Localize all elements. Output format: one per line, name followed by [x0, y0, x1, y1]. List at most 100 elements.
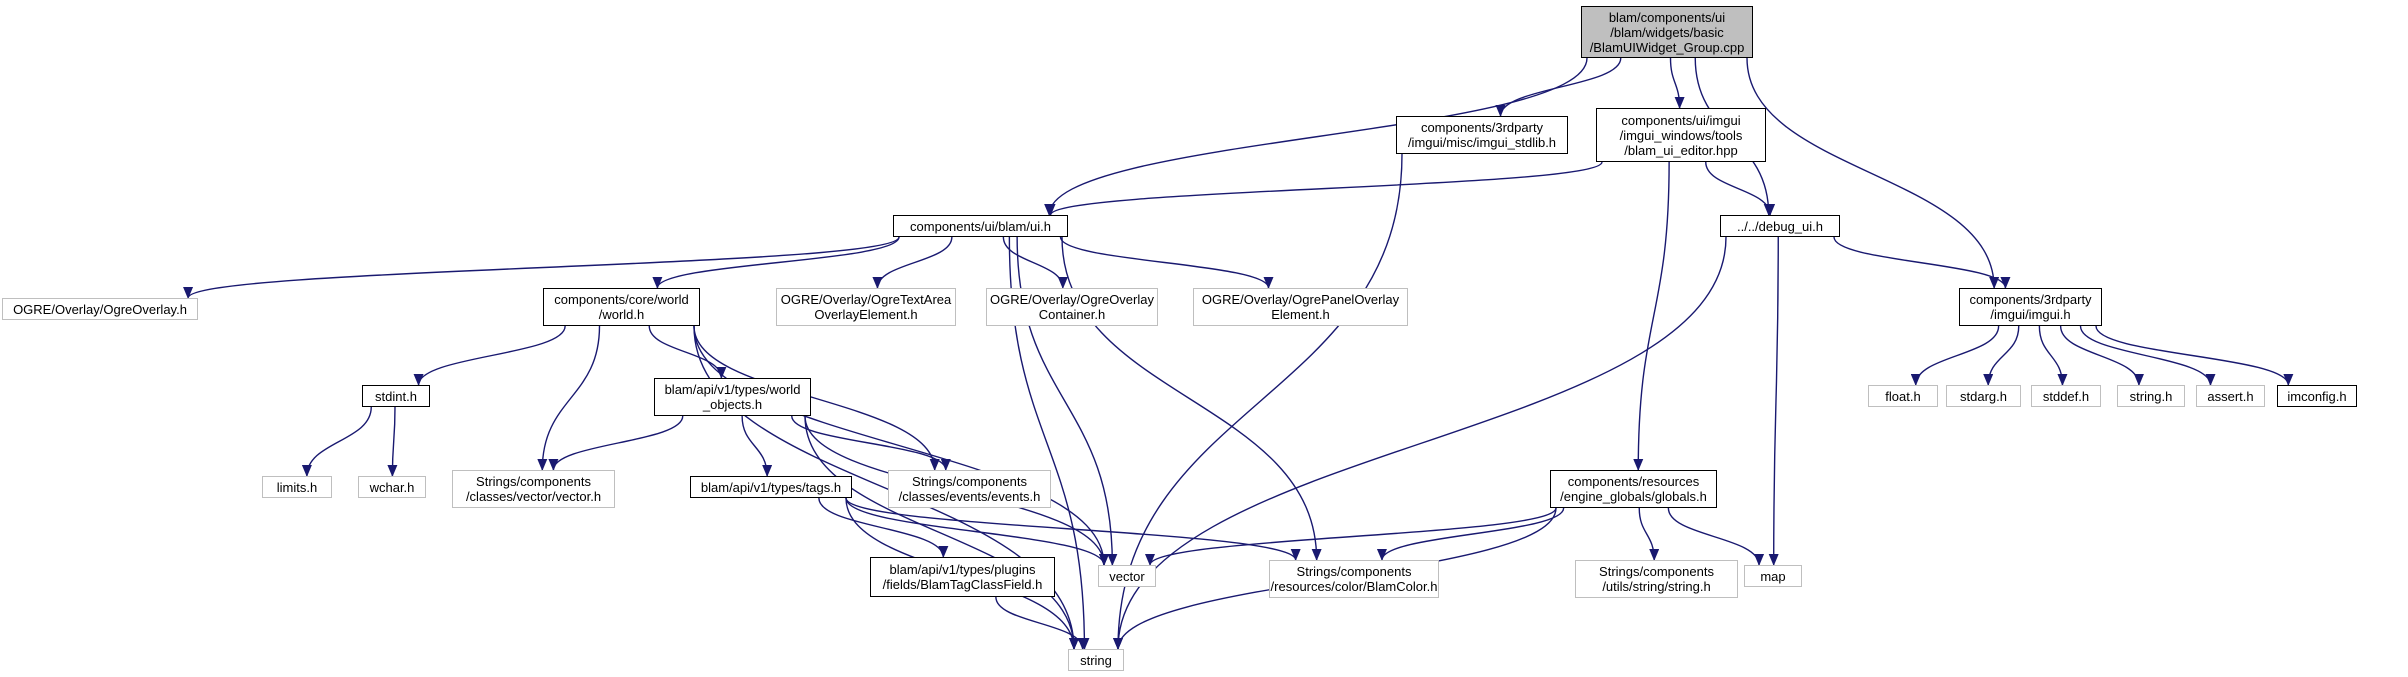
- node-globals-h[interactable]: components/resources/engine_globals/glob…: [1550, 470, 1717, 508]
- edge-ui-h-to-ogre-container: [1002, 236, 1068, 289]
- edge-root-to-imgui-h: [1746, 57, 2000, 289]
- node-strutil-h: Strings/components/utils/string/string.h: [1575, 560, 1738, 598]
- node-wchar-h: wchar.h: [358, 476, 426, 498]
- node-string-h: string.h: [2117, 385, 2185, 407]
- node-label-line: OGRE/Overlay/OgreOverlay: [990, 292, 1154, 307]
- node-label-line: map: [1760, 568, 1786, 584]
- node-label-line: _objects.h: [702, 397, 763, 412]
- node-label-line: components/3rdparty: [1420, 120, 1544, 135]
- edge-world-h-to-world-objects: [648, 325, 727, 379]
- edge-world-h-to-vector-h: [537, 325, 601, 471]
- node-label-line: Strings/components: [1296, 564, 1412, 579]
- node-vector-h: Strings/components/classes/vector/vector…: [452, 470, 615, 508]
- edge-globals-h-to-map: [1667, 507, 1765, 566]
- edge-imgui-h-to-imconfig-h: [2095, 325, 2294, 386]
- node-label-line: OGRE/Overlay/OgreOverlay.h: [13, 301, 187, 317]
- node-label-line: ../../debug_ui.h: [1736, 218, 1823, 234]
- node-label-line: vector: [1109, 568, 1145, 584]
- edge-ui-h-to-vector: [1016, 236, 1118, 566]
- edge-ui-h-to-ogre-panel: [1059, 236, 1274, 289]
- node-blam-ui-editor[interactable]: components/ui/imgui/imgui_windows/tools/…: [1596, 108, 1766, 162]
- node-label-line: string.h: [2129, 388, 2173, 404]
- node-string: string: [1068, 649, 1124, 671]
- node-blamcolor: Strings/components/resources/color/BlamC…: [1269, 560, 1439, 598]
- edge-ui-h-to-world-h: [652, 236, 900, 289]
- node-label-line: /BlamUIWidget_Group.cpp: [1589, 39, 1745, 55]
- node-blamtagfield[interactable]: blam/api/v1/types/plugins/fields/BlamTag…: [870, 557, 1055, 597]
- edge-blam-ui-editor-to-globals-h: [1633, 161, 1670, 471]
- edge-imgui-h-to-stddef-h: [2038, 325, 2068, 386]
- edge-ui-h-to-blamcolor: [1061, 236, 1322, 561]
- edge-layer: [183, 57, 2294, 650]
- node-label-line: components/resources: [1567, 474, 1700, 489]
- node-stdint-h[interactable]: stdint.h: [362, 385, 430, 407]
- node-label-line: /classes/events/events.h: [898, 489, 1041, 504]
- node-label-line: blam/components/ui: [1608, 9, 1726, 25]
- node-label-line: stdint.h: [375, 388, 417, 404]
- node-imgui-stdlib[interactable]: components/3rdparty/imgui/misc/imgui_std…: [1396, 116, 1568, 154]
- node-label-line: /utils/string/string.h: [1602, 579, 1711, 594]
- node-ui-h[interactable]: components/ui/blam/ui.h: [893, 215, 1068, 237]
- edge-world-objects-to-vector-h: [548, 415, 684, 471]
- node-root: blam/components/ui/blam/widgets/basic/Bl…: [1581, 6, 1753, 58]
- edge-ui-h-to-ogre-overlay: [183, 236, 900, 299]
- node-label-line: Container.h: [1038, 307, 1106, 322]
- edge-debug-ui-to-imgui-h: [1833, 236, 2011, 289]
- edge-world-h-to-vector: [693, 325, 1109, 566]
- node-imconfig-h[interactable]: imconfig.h: [2277, 385, 2357, 407]
- node-assert-h: assert.h: [2196, 385, 2265, 407]
- node-label-line: components/3rdparty: [1969, 292, 2092, 307]
- node-limits-h: limits.h: [262, 476, 332, 498]
- node-float-h: float.h: [1868, 385, 1938, 407]
- edge-blam-ui-editor-to-ui-h: [1045, 161, 1603, 216]
- edge-root-to-blam-ui-editor: [1669, 57, 1685, 109]
- node-label-line: blam/api/v1/types/plugins: [889, 562, 1036, 577]
- node-label-line: stddef.h: [2042, 388, 2090, 404]
- node-stdarg-h: stdarg.h: [1946, 385, 2021, 407]
- edge-ui-h-to-ogre-textarea: [872, 236, 953, 289]
- edge-tags-h-to-vector: [845, 497, 1109, 566]
- edge-globals-h-to-strutil-h: [1638, 507, 1660, 561]
- edge-globals-h-to-vector: [1145, 507, 1557, 566]
- node-label-line: /blam_ui_editor.hpp: [1624, 142, 1738, 158]
- edge-world-objects-to-tags-h: [741, 415, 773, 477]
- edge-imgui-h-to-stdarg-h: [1983, 325, 2020, 386]
- edge-blam-ui-editor-to-debug-ui: [1705, 161, 1776, 216]
- edge-debug-ui-to-map: [1768, 236, 1779, 566]
- node-label-line: assert.h: [2207, 388, 2254, 404]
- node-label-line: OGRE/Overlay/OgrePanelOverlay: [1201, 292, 1400, 307]
- node-label-line: /classes/vector/vector.h: [465, 489, 602, 504]
- node-debug-ui[interactable]: ../../debug_ui.h: [1720, 215, 1840, 237]
- node-label-line: OverlayElement.h: [814, 307, 918, 322]
- node-world-objects[interactable]: blam/api/v1/types/world_objects.h: [654, 378, 811, 416]
- edge-world-objects-to-string: [804, 415, 1079, 650]
- edge-world-h-to-events-h: [693, 325, 940, 471]
- node-label-line: Strings/components: [1599, 564, 1714, 579]
- node-imgui-h[interactable]: components/3rdparty/imgui/imgui.h: [1959, 288, 2102, 326]
- node-label-line: stdarg.h: [1960, 388, 2007, 404]
- node-label-line: blam/api/v1/types/world: [664, 382, 801, 397]
- edge-root-to-ui-h: [1044, 57, 1588, 216]
- edge-globals-h-to-blamcolor: [1377, 507, 1565, 561]
- node-world-h[interactable]: components/core/world/world.h: [543, 288, 700, 326]
- edge-root-to-imgui-stdlib: [1495, 57, 1622, 117]
- node-label-line: float.h: [1885, 388, 1921, 404]
- node-vector: vector: [1098, 565, 1156, 587]
- node-label-line: /engine_globals/globals.h: [1560, 489, 1707, 504]
- node-label-line: Strings/components: [912, 474, 1027, 489]
- edge-imgui-h-to-float-h: [1910, 325, 2000, 386]
- node-label-line: string: [1080, 652, 1112, 668]
- node-label-line: components/ui/imgui: [1621, 112, 1741, 128]
- node-label-line: wchar.h: [369, 479, 415, 495]
- node-map: map: [1744, 565, 1802, 587]
- node-stddef-h: stddef.h: [2031, 385, 2101, 407]
- node-label-line: /resources/color/BlamColor.h: [1270, 579, 1438, 594]
- edge-stdint-h-to-limits-h: [301, 406, 372, 477]
- node-label-line: Element.h: [1271, 307, 1330, 322]
- node-label-line: Strings/components: [476, 474, 591, 489]
- node-tags-h[interactable]: blam/api/v1/types/tags.h: [690, 476, 852, 498]
